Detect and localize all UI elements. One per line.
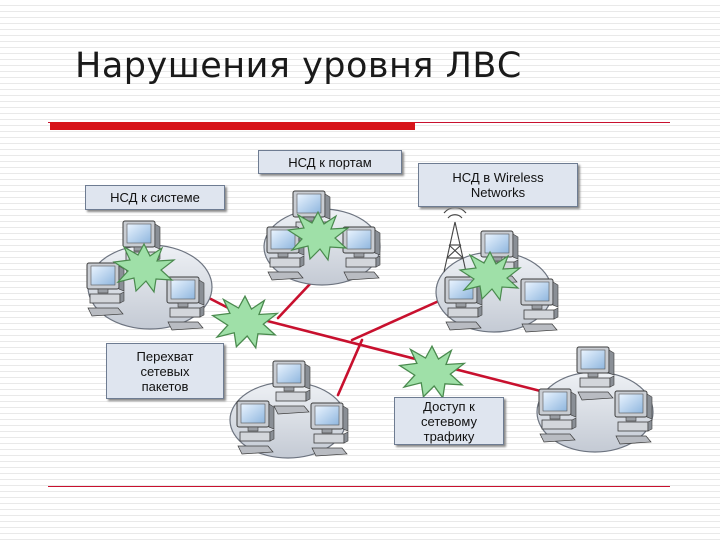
workstation-icon xyxy=(520,278,559,333)
link-bottom-left-segment xyxy=(336,338,364,397)
radio-tower-icon xyxy=(443,207,467,273)
segment-system xyxy=(86,220,213,331)
backbone-line xyxy=(238,312,562,398)
segment-bottom-left xyxy=(229,360,349,459)
callout-packet-interception: Перехват сетевых пакетов xyxy=(106,343,224,399)
callout-port-access: НСД к портам xyxy=(258,150,402,174)
callout-system-access: НСД к системе xyxy=(85,185,225,210)
title-accent-bar xyxy=(50,122,415,130)
segment-ports xyxy=(263,190,381,286)
callout-wireless-access: НСД в Wireless Networks xyxy=(418,163,578,207)
network-backbone xyxy=(203,266,562,398)
link-wireless-segment xyxy=(350,294,452,342)
attack-starburst-icon xyxy=(399,345,465,399)
segment-wireless xyxy=(435,207,559,333)
slide-title: Нарушения уровня ЛВС xyxy=(75,46,522,86)
segment-bottom-right xyxy=(536,346,654,453)
callout-traffic-access: Доступ к сетевому трафику xyxy=(394,397,504,445)
footer-rule xyxy=(48,486,670,487)
